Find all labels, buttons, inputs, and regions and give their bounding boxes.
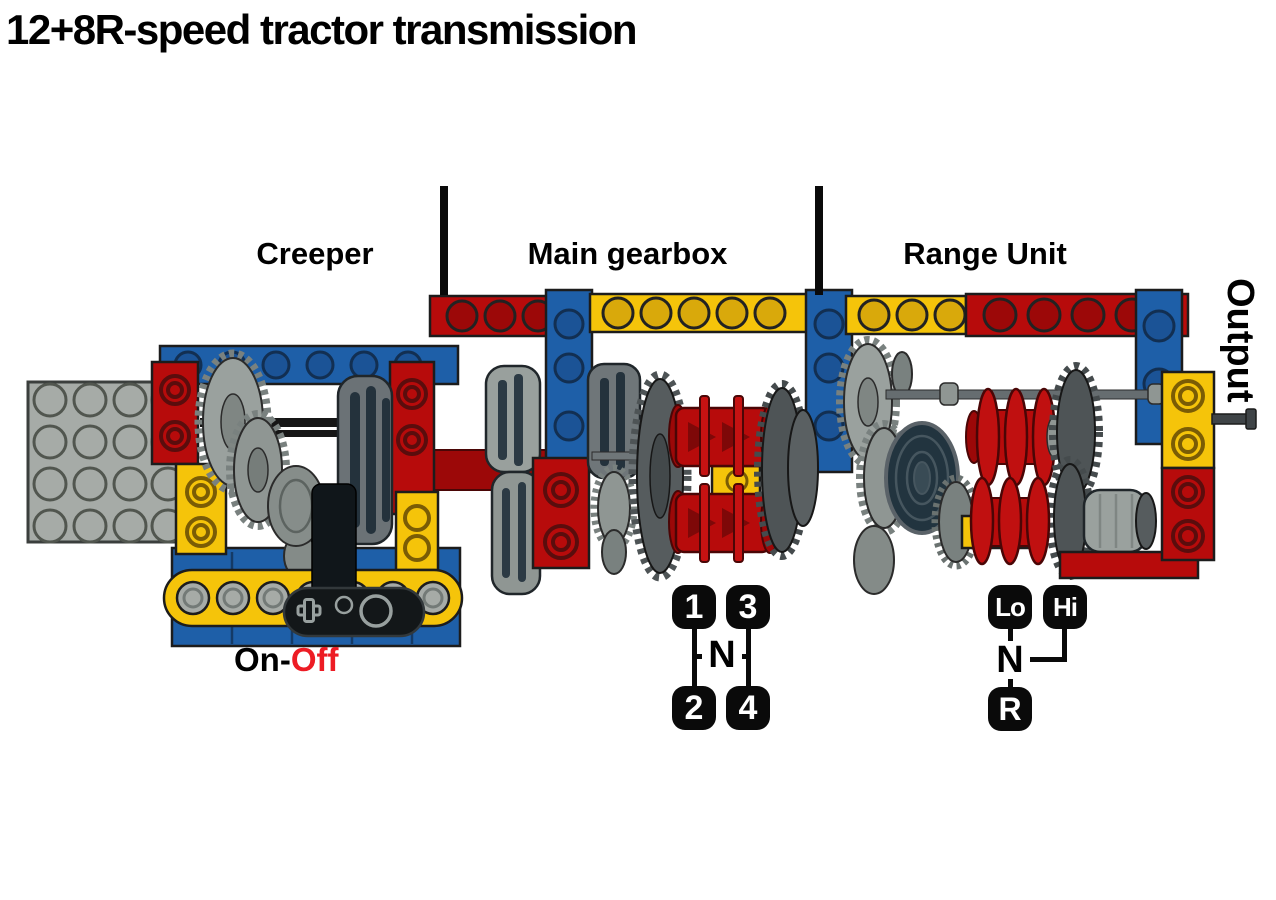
off-label: Off xyxy=(290,641,339,678)
range-clutch-top xyxy=(965,387,1062,487)
shift-gate-tick xyxy=(735,654,751,659)
intermediate-knob-wheels xyxy=(484,364,542,596)
shift-gate-line xyxy=(1062,629,1067,662)
on-off-lever xyxy=(282,483,426,638)
shift-pattern-range-unit: N Lo Hi R xyxy=(987,585,1089,733)
section-divider-right xyxy=(815,186,823,295)
shift-gate-line xyxy=(1008,629,1013,647)
gear-position-3: 3 xyxy=(726,585,770,629)
range-position-lo: Lo xyxy=(988,585,1032,629)
range-position-reverse: R xyxy=(988,687,1032,731)
section-divider-left xyxy=(440,186,448,295)
section-label-creeper: Creeper xyxy=(256,236,374,271)
section-label-main-gearbox: Main gearbox xyxy=(527,236,728,271)
on-off-label: On-Off xyxy=(234,641,338,679)
gear-position-4: 4 xyxy=(726,686,770,730)
range-clutch-bottom xyxy=(969,476,1051,566)
shift-pattern-main-gearbox: N 1 3 2 4 xyxy=(672,585,774,733)
range-unit-assembly xyxy=(836,288,1216,595)
neutral-label-range: N xyxy=(990,641,1030,679)
output-shaft xyxy=(1211,408,1257,430)
section-label-range-unit: Range Unit xyxy=(903,236,1067,271)
output-label: Output xyxy=(1219,278,1261,403)
gear-position-2: 2 xyxy=(672,686,716,730)
neutral-label-main: N xyxy=(702,635,742,675)
range-position-hi: Hi xyxy=(1043,585,1087,629)
shift-gate-line xyxy=(1008,677,1013,687)
shift-gate-line xyxy=(1027,657,1067,662)
on-label: On- xyxy=(234,641,291,678)
gear-position-1: 1 xyxy=(672,585,716,629)
shift-gate-tick xyxy=(692,654,708,659)
page-title: 12+8R-speed tractor transmission xyxy=(6,6,638,53)
main-gearbox-assembly xyxy=(428,288,854,582)
